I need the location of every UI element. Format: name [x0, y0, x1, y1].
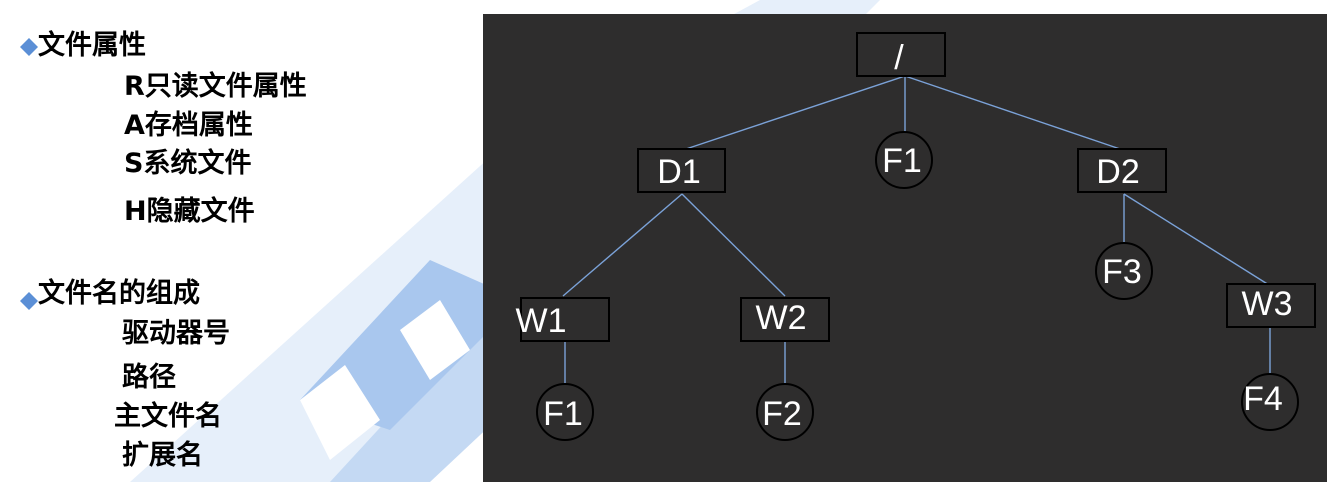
name-extension: 扩展名: [122, 440, 203, 471]
node-d2-label: D2: [1096, 153, 1139, 191]
directory-tree-diagram: / D1 F1 D2 F3 W1 W2 W3 F1 F2: [516, 32, 1316, 441]
name-main: 主文件名: [114, 401, 222, 432]
edge-d2-w3: [1123, 193, 1270, 286]
node-w3-label: W3: [1242, 285, 1293, 323]
node-d1-label: D1: [657, 153, 700, 191]
name-drive: 驱动器号: [122, 318, 230, 349]
node-f4: F4: [1241, 373, 1299, 431]
edge-d1-w2: [681, 193, 786, 297]
node-f3: F3: [1095, 242, 1153, 300]
node-f2-label: F2: [762, 395, 802, 433]
diamond-bullet-icon: [20, 292, 38, 310]
node-f3-label: F3: [1102, 253, 1142, 291]
attr-archive: A存档属性: [124, 110, 253, 141]
node-f1-bottom-label: F1: [543, 395, 583, 433]
node-d1: D1: [637, 148, 726, 193]
node-w3: W3: [1226, 283, 1316, 328]
node-root: /: [856, 32, 946, 77]
edge-root-d2: [904, 75, 1124, 151]
node-f1-top-label: F1: [882, 142, 922, 180]
attr-system: S系统文件: [124, 148, 252, 179]
node-w1: W1: [516, 297, 610, 342]
node-d2: D2: [1077, 148, 1167, 193]
node-w2-label: W2: [756, 299, 807, 337]
name-path: 路径: [122, 362, 176, 393]
filename-composition-heading: 文件名的组成: [38, 278, 200, 309]
node-w2: W2: [740, 297, 830, 342]
node-root-label: /: [894, 39, 904, 77]
node-f4-label: F4: [1243, 380, 1283, 418]
node-w1-label: W1: [516, 302, 567, 340]
attr-hidden: H隐藏文件: [124, 196, 255, 227]
edge-root-d1: [682, 75, 906, 151]
node-f1-bottom: F1: [536, 383, 594, 441]
attr-readonly: R只读文件属性: [124, 71, 307, 102]
node-f2: F2: [756, 383, 814, 441]
file-attributes-heading: 文件属性: [38, 30, 146, 61]
diamond-bullet-icon: [20, 38, 38, 56]
edge-d1-w1: [562, 193, 683, 297]
node-f1-top: F1: [875, 131, 933, 189]
